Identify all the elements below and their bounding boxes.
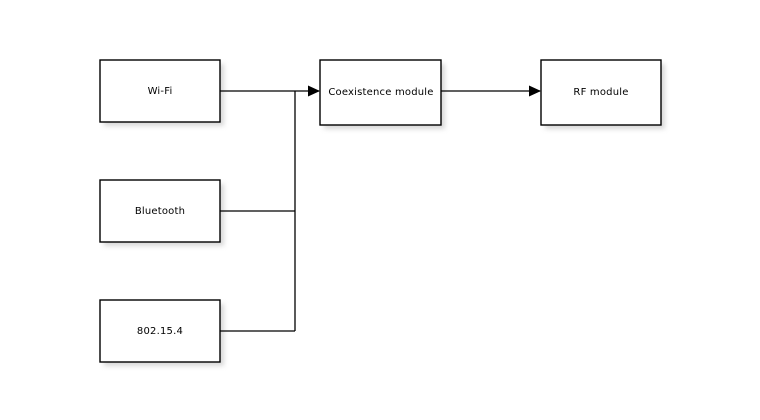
coexistence-box[interactable] bbox=[319, 59, 442, 126]
bluetooth-box[interactable] bbox=[99, 179, 221, 243]
wifi-label: Wi-Fi bbox=[148, 86, 173, 97]
node-rf[interactable]: RF module bbox=[540, 59, 662, 126]
wifi-box[interactable] bbox=[99, 59, 221, 123]
node-layer: Wi-Fi Bluetooth 802.15.4 Coexistence mod… bbox=[99, 59, 662, 363]
zigbee-label: 802.15.4 bbox=[137, 326, 183, 337]
coexistence-label: Coexistence module bbox=[328, 87, 433, 98]
node-bluetooth[interactable]: Bluetooth bbox=[99, 179, 221, 243]
rf-box[interactable] bbox=[540, 59, 662, 126]
node-zigbee[interactable]: 802.15.4 bbox=[99, 299, 221, 363]
arrowhead-into-rf bbox=[529, 85, 541, 97]
rf-label: RF module bbox=[573, 87, 628, 98]
arrowhead-into-coexistence bbox=[308, 85, 320, 97]
node-coexistence[interactable]: Coexistence module bbox=[319, 59, 442, 126]
bluetooth-label: Bluetooth bbox=[135, 206, 185, 217]
zigbee-box[interactable] bbox=[99, 299, 221, 363]
edge-layer bbox=[220, 85, 541, 332]
node-wifi[interactable]: Wi-Fi bbox=[99, 59, 221, 123]
